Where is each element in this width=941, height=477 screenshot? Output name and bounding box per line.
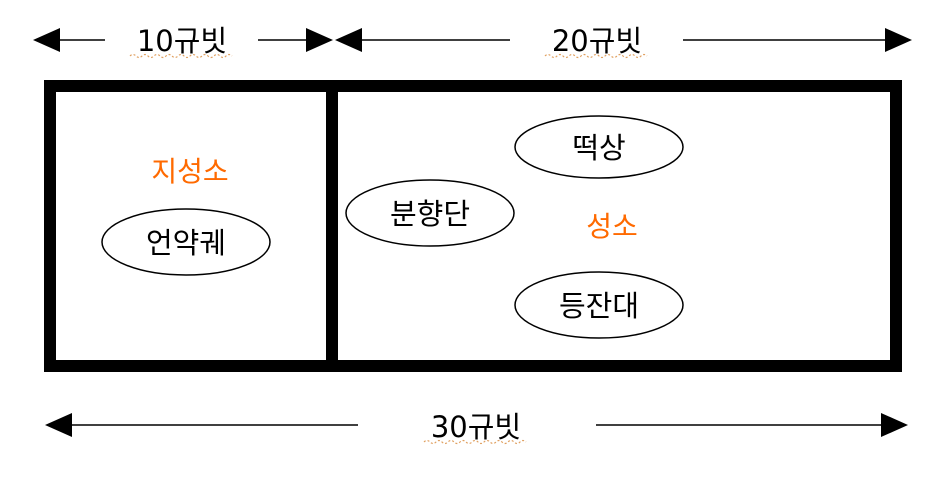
table-ellipse [514, 115, 684, 179]
spellcheck-underline [423, 439, 527, 445]
altar-label: 분향단 [390, 197, 470, 231]
dimension-left: 10규빗 [33, 24, 333, 59]
dimension-total-label: 30규빗 [431, 410, 521, 444]
altar-ellipse [345, 179, 515, 247]
arrow-left-icon [33, 28, 60, 52]
arrow-left-icon [335, 28, 362, 52]
dimension-right-label: 20규빗 [552, 24, 642, 58]
ark-ellipse [101, 208, 271, 276]
lampstand-label: 등잔대 [559, 289, 639, 323]
arrow-left-icon [45, 413, 72, 437]
room-holy-place-label: 성소 [586, 210, 638, 243]
room-holy-of-holies-label: 지성소 [151, 155, 228, 188]
ark-label: 언약궤 [146, 226, 226, 260]
lampstand-ellipse [514, 271, 684, 339]
tabernacle-outline [44, 80, 902, 372]
dimension-right: 20규빗 [335, 24, 912, 59]
spellcheck-underline [544, 53, 648, 59]
arrow-right-icon [881, 413, 908, 437]
dimension-total: 30규빗 [45, 410, 908, 445]
dimension-left-label: 10규빗 [137, 24, 227, 58]
arrow-right-icon [306, 28, 333, 52]
table-label: 떡상 [572, 131, 625, 165]
spellcheck-underline [129, 53, 233, 59]
arrow-right-icon [885, 28, 912, 52]
